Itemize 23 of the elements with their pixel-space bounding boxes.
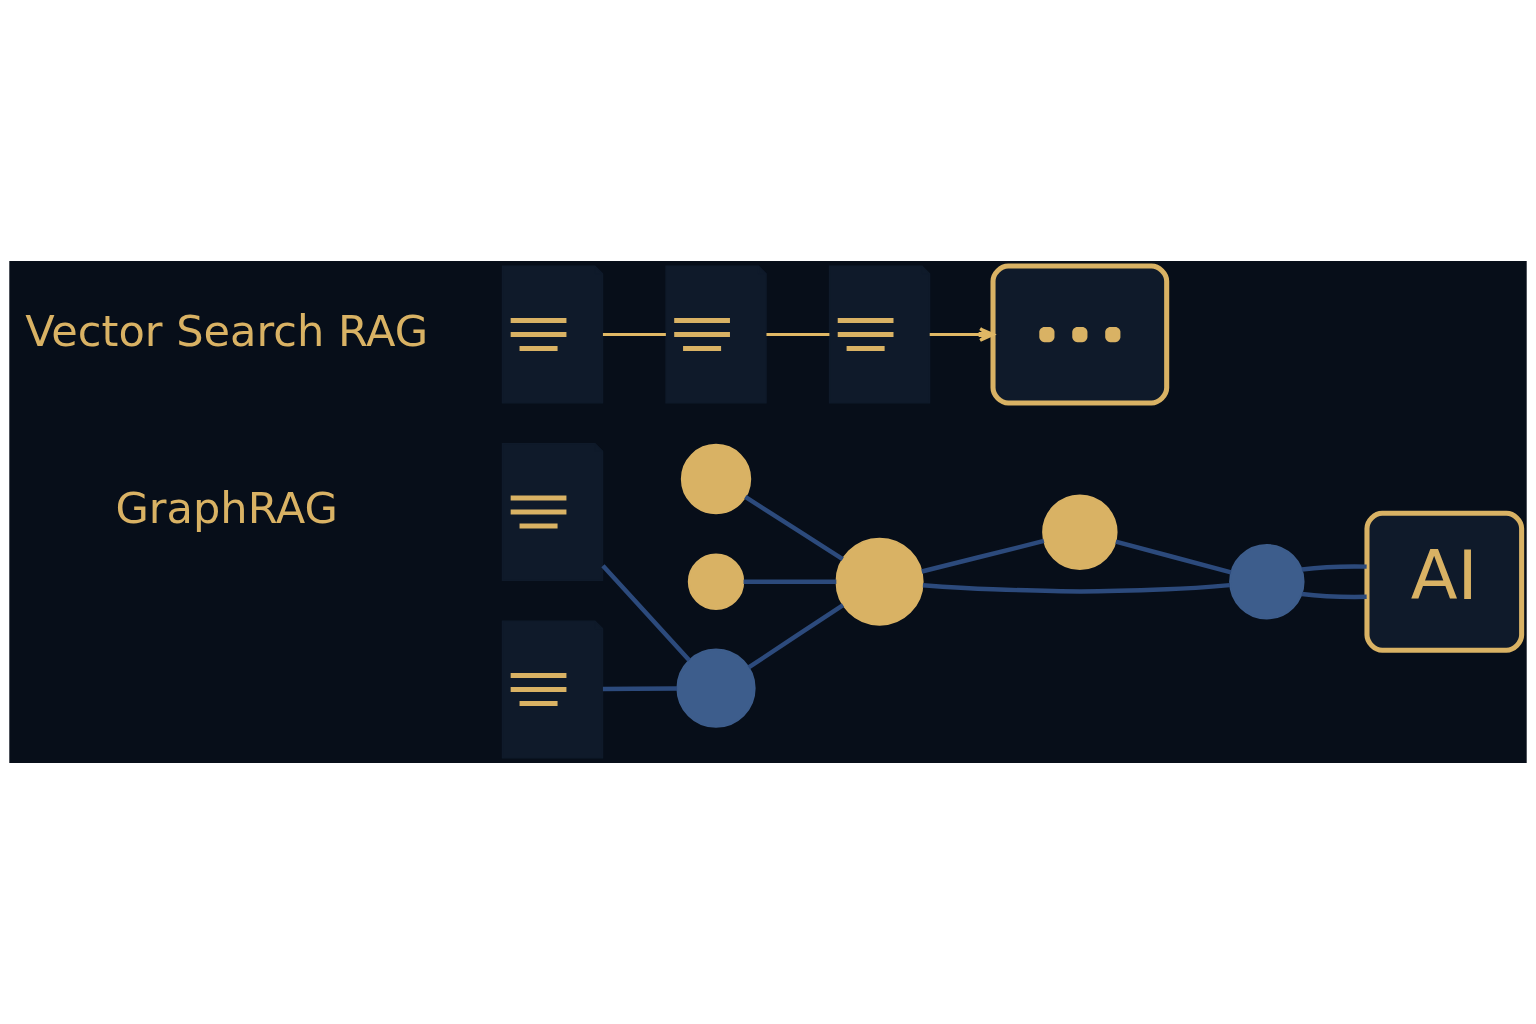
connector <box>743 579 837 584</box>
node-circle <box>1229 544 1305 620</box>
label: GraphRAG <box>115 483 338 534</box>
connector <box>1301 591 1367 600</box>
connector <box>602 686 678 692</box>
arrow <box>929 327 995 342</box>
node-circle <box>676 648 756 728</box>
node-box: AI <box>1364 510 1525 653</box>
connector <box>922 582 1231 594</box>
connector <box>744 495 844 561</box>
connector <box>766 332 830 337</box>
node-circle <box>835 537 924 626</box>
connector <box>1115 539 1232 575</box>
connector <box>602 332 666 337</box>
connector <box>747 603 845 670</box>
connector <box>1301 564 1367 572</box>
label: Vector Search RAG <box>25 305 429 356</box>
node-circle <box>680 443 752 515</box>
node-bubble <box>990 263 1170 406</box>
connector <box>921 538 1045 574</box>
connector <box>601 564 691 662</box>
node-circle <box>1042 494 1118 570</box>
node-circle <box>687 553 745 610</box>
